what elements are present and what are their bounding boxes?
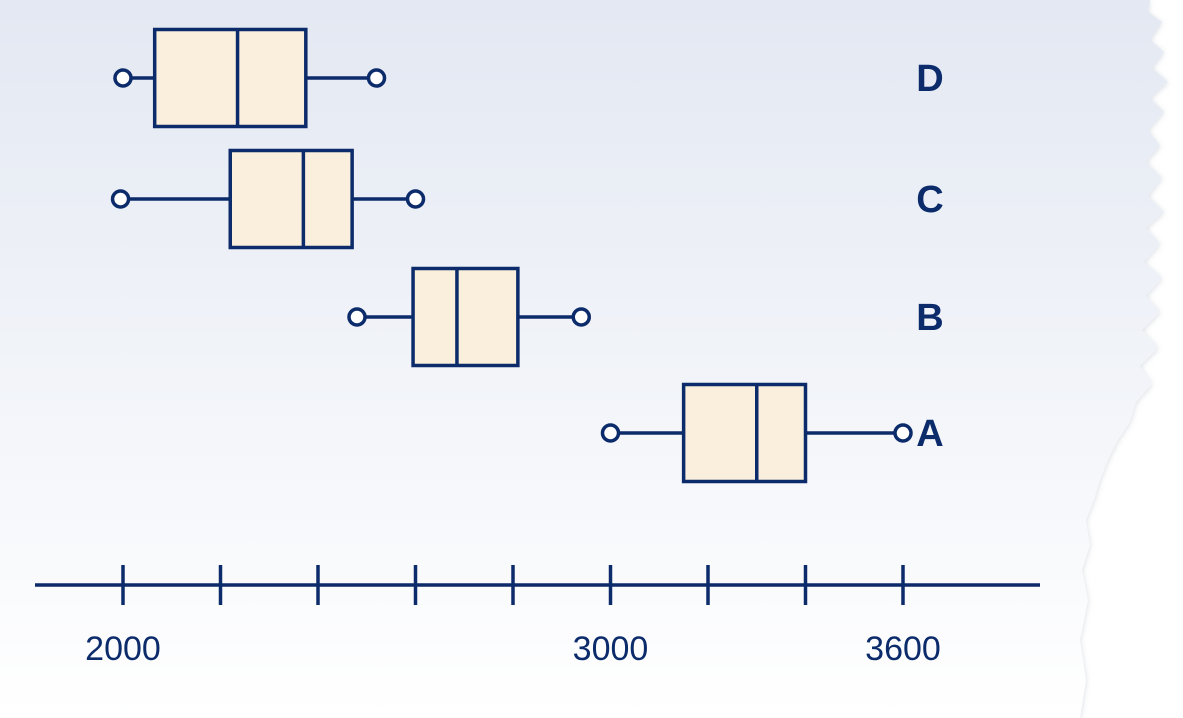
box-iqr bbox=[228, 148, 354, 250]
min-point bbox=[113, 68, 133, 88]
min-point bbox=[600, 423, 621, 443]
box-iqr bbox=[411, 266, 520, 368]
min-point bbox=[347, 307, 367, 327]
box-a: A bbox=[600, 382, 944, 484]
category-label: C bbox=[916, 179, 943, 221]
box-series: D C B A bbox=[110, 27, 944, 484]
x-axis: 2000 3000 3600 bbox=[35, 565, 1040, 668]
x-tick-label: 3000 bbox=[573, 630, 649, 668]
category-label: A bbox=[916, 413, 943, 455]
category-label: B bbox=[916, 297, 943, 339]
min-point bbox=[110, 189, 131, 209]
box-iqr bbox=[681, 382, 808, 484]
box-c: C bbox=[110, 148, 944, 250]
x-tick-label: 2000 bbox=[85, 630, 161, 668]
max-point bbox=[366, 68, 387, 88]
box-iqr bbox=[152, 27, 308, 129]
box-d: D bbox=[113, 27, 944, 129]
max-point bbox=[405, 189, 426, 209]
x-tick-label: 3600 bbox=[865, 630, 941, 668]
box-b: B bbox=[347, 266, 944, 368]
max-point bbox=[571, 307, 591, 327]
category-label: D bbox=[916, 58, 943, 100]
max-point bbox=[893, 423, 913, 443]
